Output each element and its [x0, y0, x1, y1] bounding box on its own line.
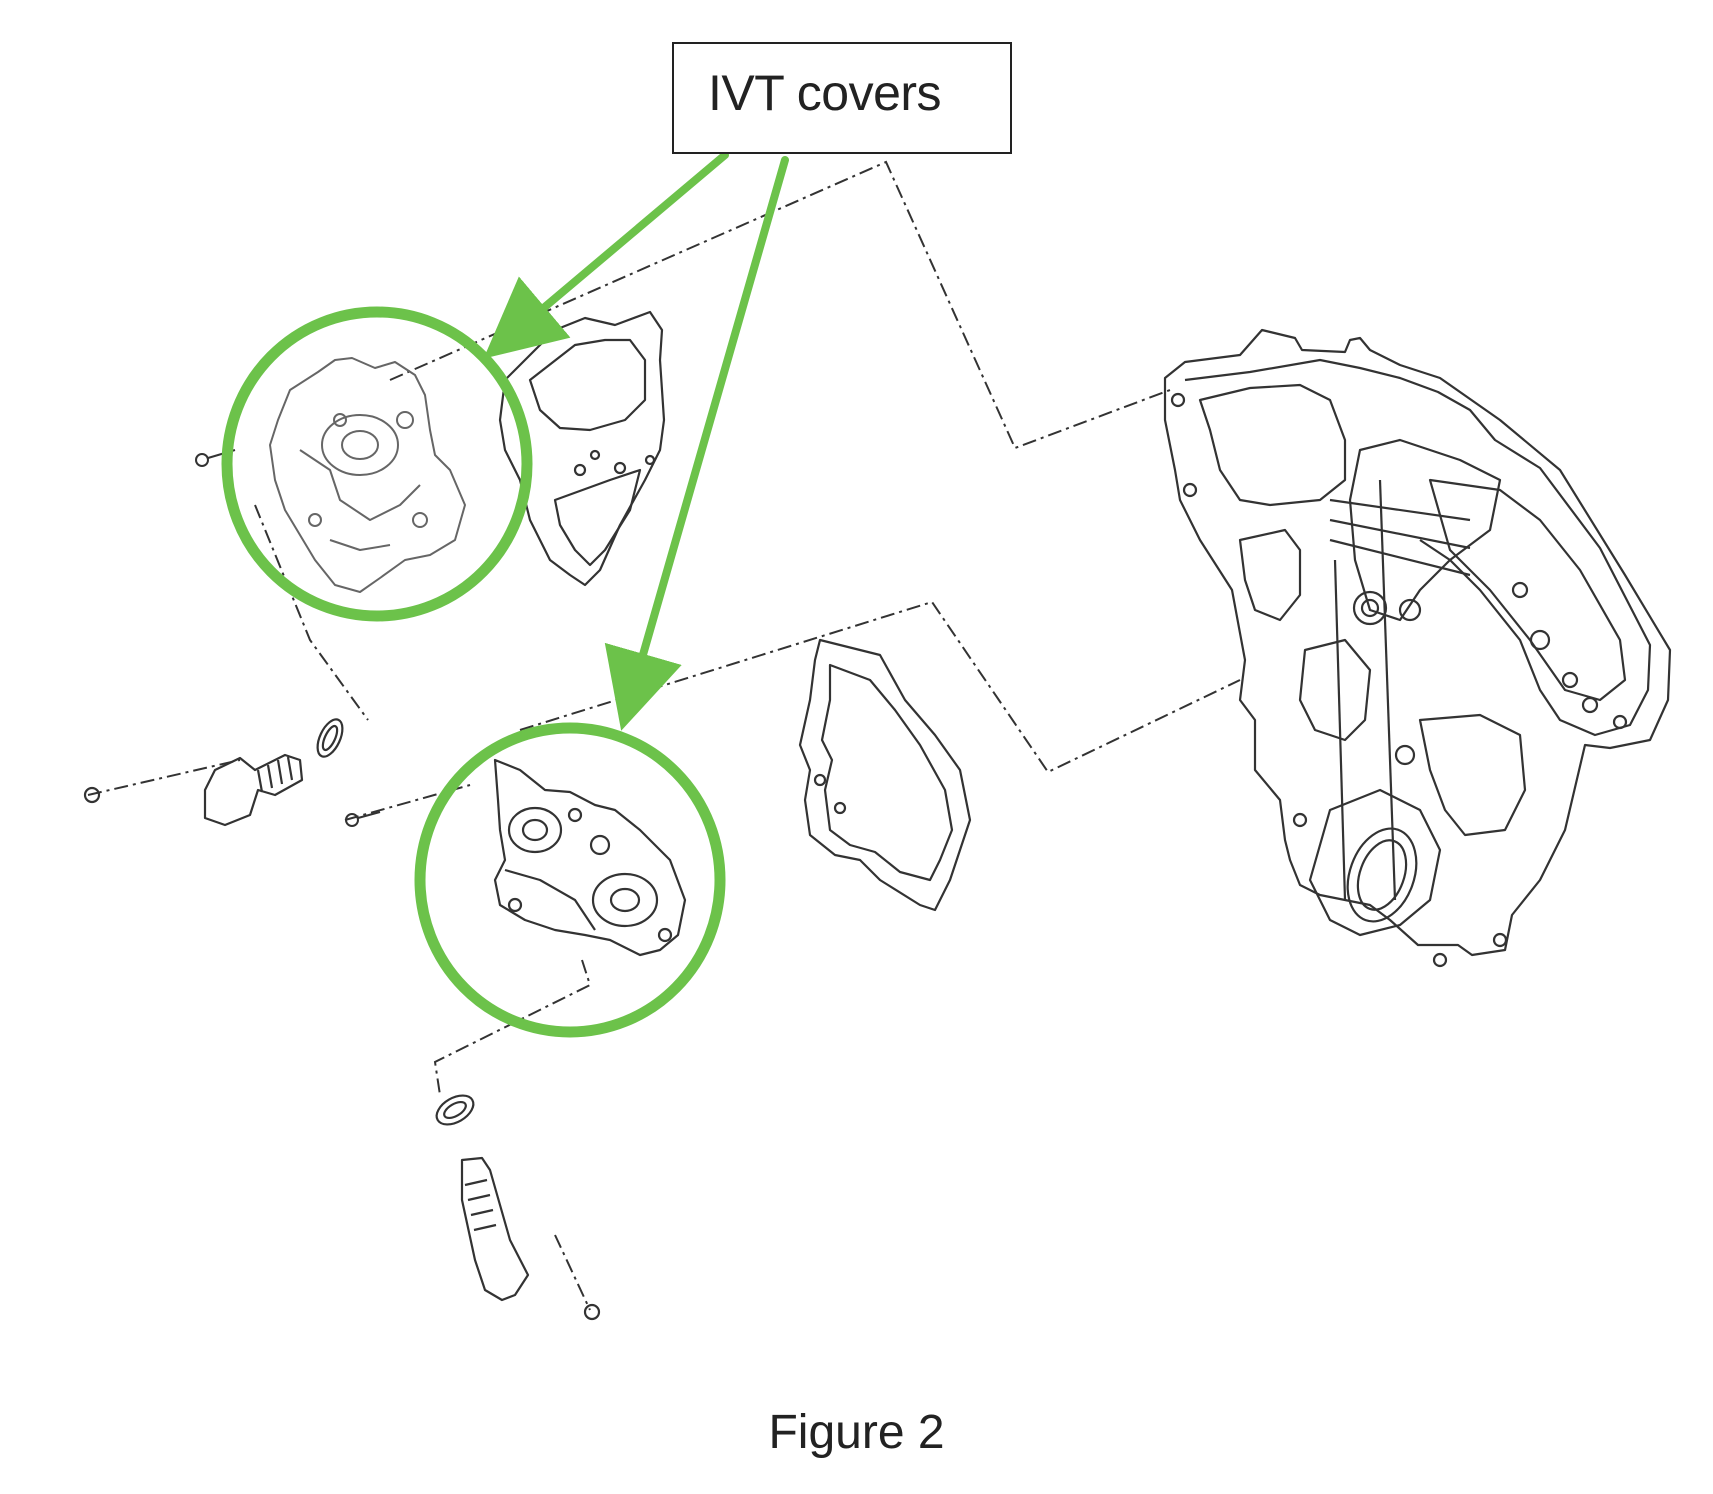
callout-label: IVT covers	[708, 65, 942, 121]
timing-case	[1163, 328, 1672, 968]
highlight-circles	[221, 306, 726, 1038]
upper-solenoid	[83, 718, 344, 827]
bolt-left-lower	[345, 811, 381, 827]
arrow-icons	[483, 151, 789, 731]
lower-gasket	[798, 638, 972, 912]
callout-box: IVT covers	[672, 42, 1012, 154]
lower-ivt-cover	[493, 758, 687, 957]
highlight-circle-upper	[221, 306, 533, 622]
highlight-circle-lower	[414, 722, 726, 1038]
leader-lines	[87, 160, 1241, 1311]
lower-solenoid	[435, 1094, 601, 1321]
arrow-icon-upper	[483, 151, 729, 359]
upper-ivt-cover	[269, 357, 466, 593]
arrow-icon-lower	[604, 156, 789, 731]
figure-caption: Figure 2	[768, 1406, 945, 1459]
